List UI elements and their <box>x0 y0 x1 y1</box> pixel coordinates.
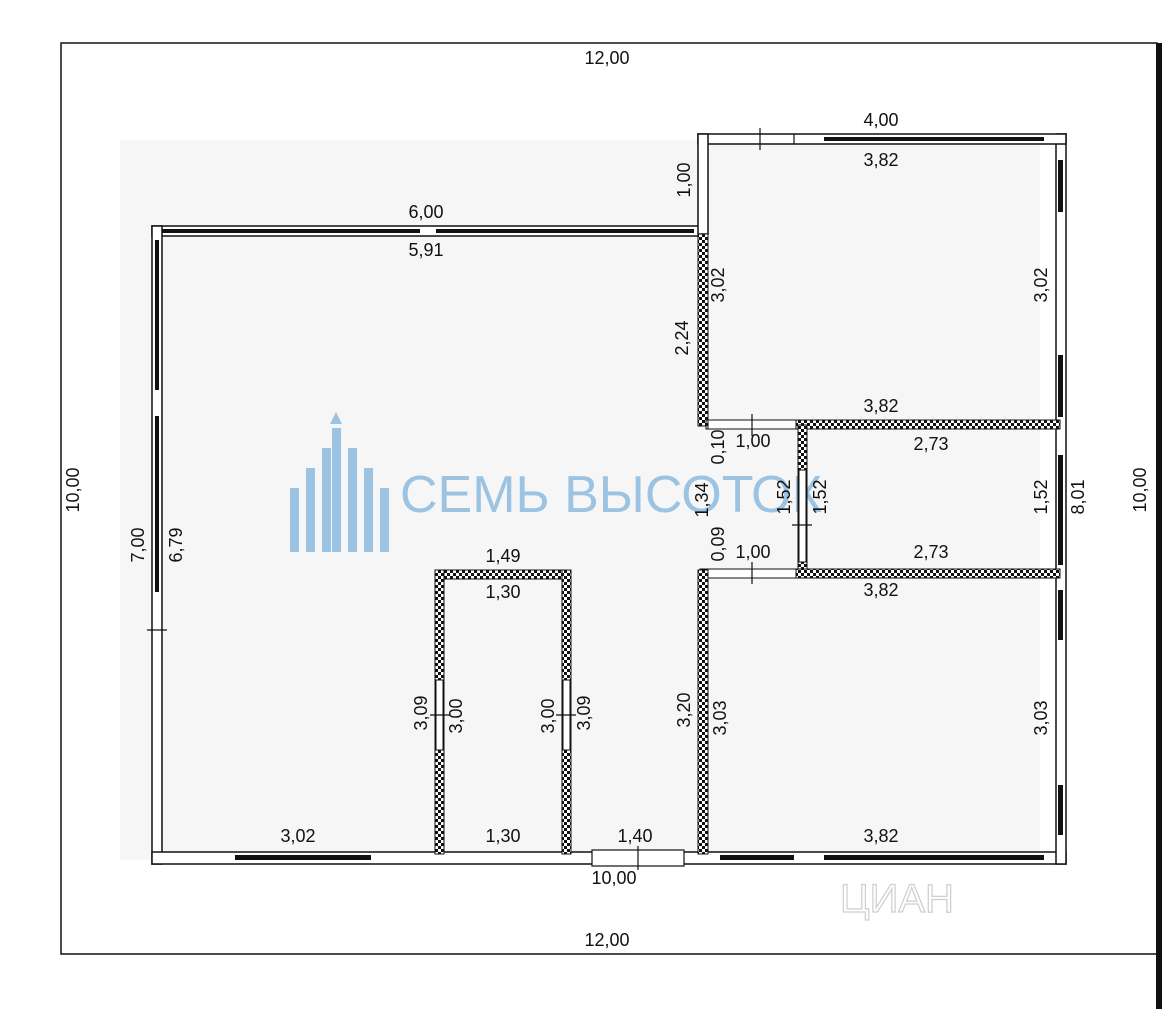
dim-bottom-left: 3,02 <box>280 826 315 846</box>
dim-room-se-left: 3,03 <box>710 700 730 735</box>
dim-bottom-right: 3,82 <box>863 826 898 846</box>
window-top-left-2 <box>436 229 694 233</box>
door-opening-mid <box>798 469 807 563</box>
dim-bath-bottom: 1,30 <box>485 826 520 846</box>
dim-bottom-total: 10,00 <box>591 868 636 888</box>
dim-door-se: 1,00 <box>735 542 770 562</box>
dim-left-outer: 7,00 <box>128 527 148 562</box>
dim-outer-left: 10,00 <box>63 467 83 512</box>
dim-gap-lower: 0,09 <box>708 526 728 561</box>
wall-step <box>697 133 709 235</box>
dim-room-se-top: 3,82 <box>863 580 898 600</box>
window-bottom-right-2 <box>824 855 1044 860</box>
dim-outer-top: 12,00 <box>584 48 629 68</box>
window-top-right <box>824 137 1044 141</box>
dim-top-left-outer: 6,00 <box>408 202 443 222</box>
window-right-4 <box>1058 590 1063 640</box>
watermark-corner-text: ЦИАН <box>840 877 954 921</box>
dim-room-se-right: 3,03 <box>1031 700 1051 735</box>
dim-bath-left-inner: 3,00 <box>446 698 466 733</box>
dim-top-right-outer: 4,00 <box>863 110 898 130</box>
watermark-text: СЕМЬ ВЫСОТОК <box>400 466 822 524</box>
dim-gap-upper: 0,10 <box>708 429 728 464</box>
dim-room-ne-left: 3,02 <box>708 267 728 302</box>
dim-top-right-inner: 3,82 <box>863 150 898 170</box>
dim-room-mid-left-b: 1,52 <box>810 479 830 514</box>
window-top-left <box>160 229 420 233</box>
bath-top-wall <box>434 569 572 580</box>
dim-top-right-height: 1,00 <box>674 162 694 197</box>
window-left-1 <box>155 240 159 390</box>
dim-bath-left-outer: 3,09 <box>411 695 431 730</box>
dim-room-mid-bottom: 2,73 <box>913 542 948 562</box>
dim-partition-lower: 3,20 <box>674 692 694 727</box>
dim-bath-right-inner: 3,00 <box>538 698 558 733</box>
dim-room-ne-bottom: 3,82 <box>863 396 898 416</box>
dim-left-inner: 6,79 <box>166 527 186 562</box>
dim-top-left-inner: 5,91 <box>408 240 443 260</box>
dim-corridor-left: 1,34 <box>692 482 712 517</box>
dim-room-mid-right: 1,52 <box>1031 479 1051 514</box>
dim-bath-right-outer: 3,09 <box>574 695 594 730</box>
dim-room-mid-top: 2,73 <box>913 434 948 454</box>
window-right-2 <box>1058 355 1063 417</box>
dim-door-ne: 1,00 <box>735 431 770 451</box>
dim-bath-top-inner: 1,30 <box>485 582 520 602</box>
window-right-5 <box>1058 785 1063 835</box>
partition-upper-vertical <box>697 233 709 427</box>
dim-outer-right: 10,00 <box>1130 467 1150 512</box>
window-bottom-right-1 <box>720 855 794 860</box>
partition-ne-bottom <box>705 419 1061 430</box>
watermark-logo <box>290 412 389 552</box>
dim-outer-bottom: 12,00 <box>584 930 629 950</box>
partition-lower-vertical <box>697 569 709 855</box>
dim-room-ne-right: 3,02 <box>1031 267 1051 302</box>
window-right-1 <box>1058 160 1063 212</box>
window-right-3 <box>1058 455 1063 565</box>
dim-entrance: 1,40 <box>617 826 652 846</box>
dim-right-mid-outer: 8,01 <box>1068 479 1088 514</box>
dim-room-mid-left-a: 1,52 <box>774 479 794 514</box>
window-left-2 <box>155 416 159 592</box>
plan-background-tint <box>120 140 1040 860</box>
window-bottom-left <box>235 855 371 860</box>
dim-bath-top-outer: 1,49 <box>485 546 520 566</box>
dim-partition-upper: 2,24 <box>672 320 692 355</box>
